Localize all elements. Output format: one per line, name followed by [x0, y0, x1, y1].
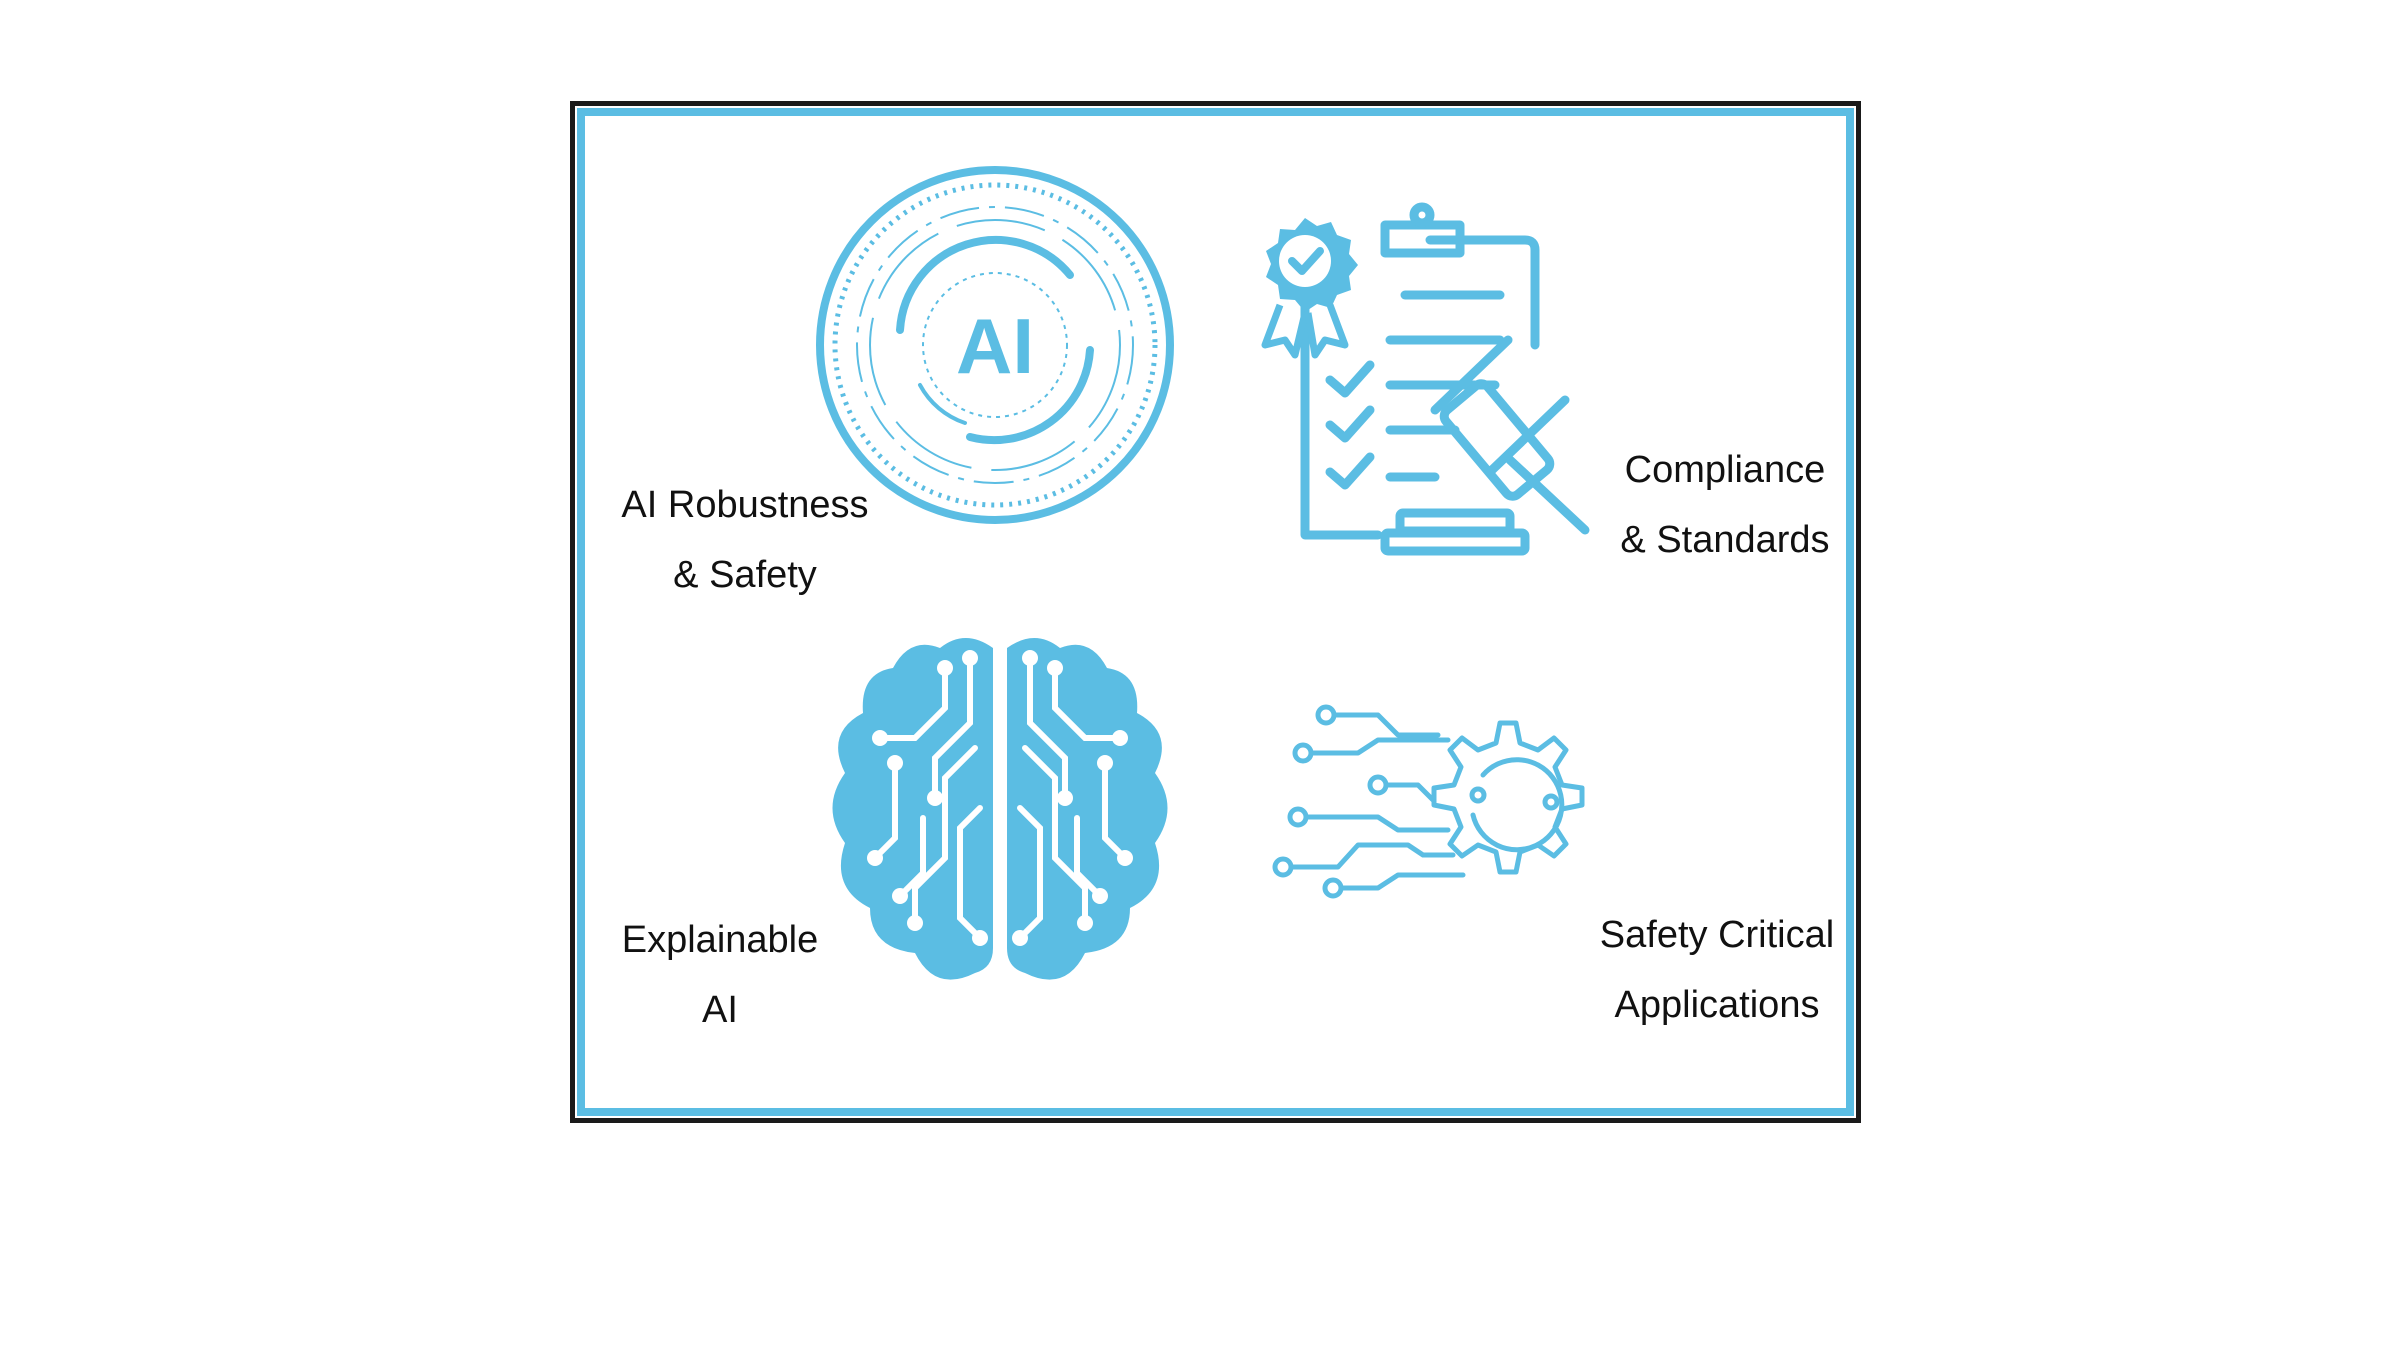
label-explainable-ai: Explainable AI: [622, 905, 818, 1045]
circuit-brain-icon: [832, 638, 1168, 980]
circuit-gear-icon: [1272, 704, 1585, 899]
label-safety-critical: Safety Critical Applications: [1600, 900, 1834, 1040]
label-ai-robustness-line1: AI Robustness: [621, 484, 869, 526]
label-explainable-ai-line1: Explainable: [621, 919, 819, 961]
label-compliance-line2: & Standards: [1620, 519, 1830, 561]
label-ai-robustness: AI Robustness & Safety: [621, 470, 868, 610]
label-ai-robustness-line2: & Safety: [673, 554, 817, 596]
label-compliance: Compliance & Standards: [1620, 435, 1829, 575]
label-explainable-ai-line2: AI: [702, 989, 738, 1031]
label-safety-critical-line1: Safety Critical: [1599, 914, 1835, 956]
compliance-clipboard-icon: [1261, 202, 1590, 556]
label-safety-critical-line2: Applications: [1614, 984, 1820, 1026]
ai-badge-text: AI: [956, 302, 1034, 390]
diagram-inner-border: [577, 108, 1854, 1116]
label-compliance-line1: Compliance: [1624, 449, 1826, 491]
ai-badge-icon: AI: [816, 166, 1174, 524]
diagram-frame: [570, 101, 1861, 1123]
